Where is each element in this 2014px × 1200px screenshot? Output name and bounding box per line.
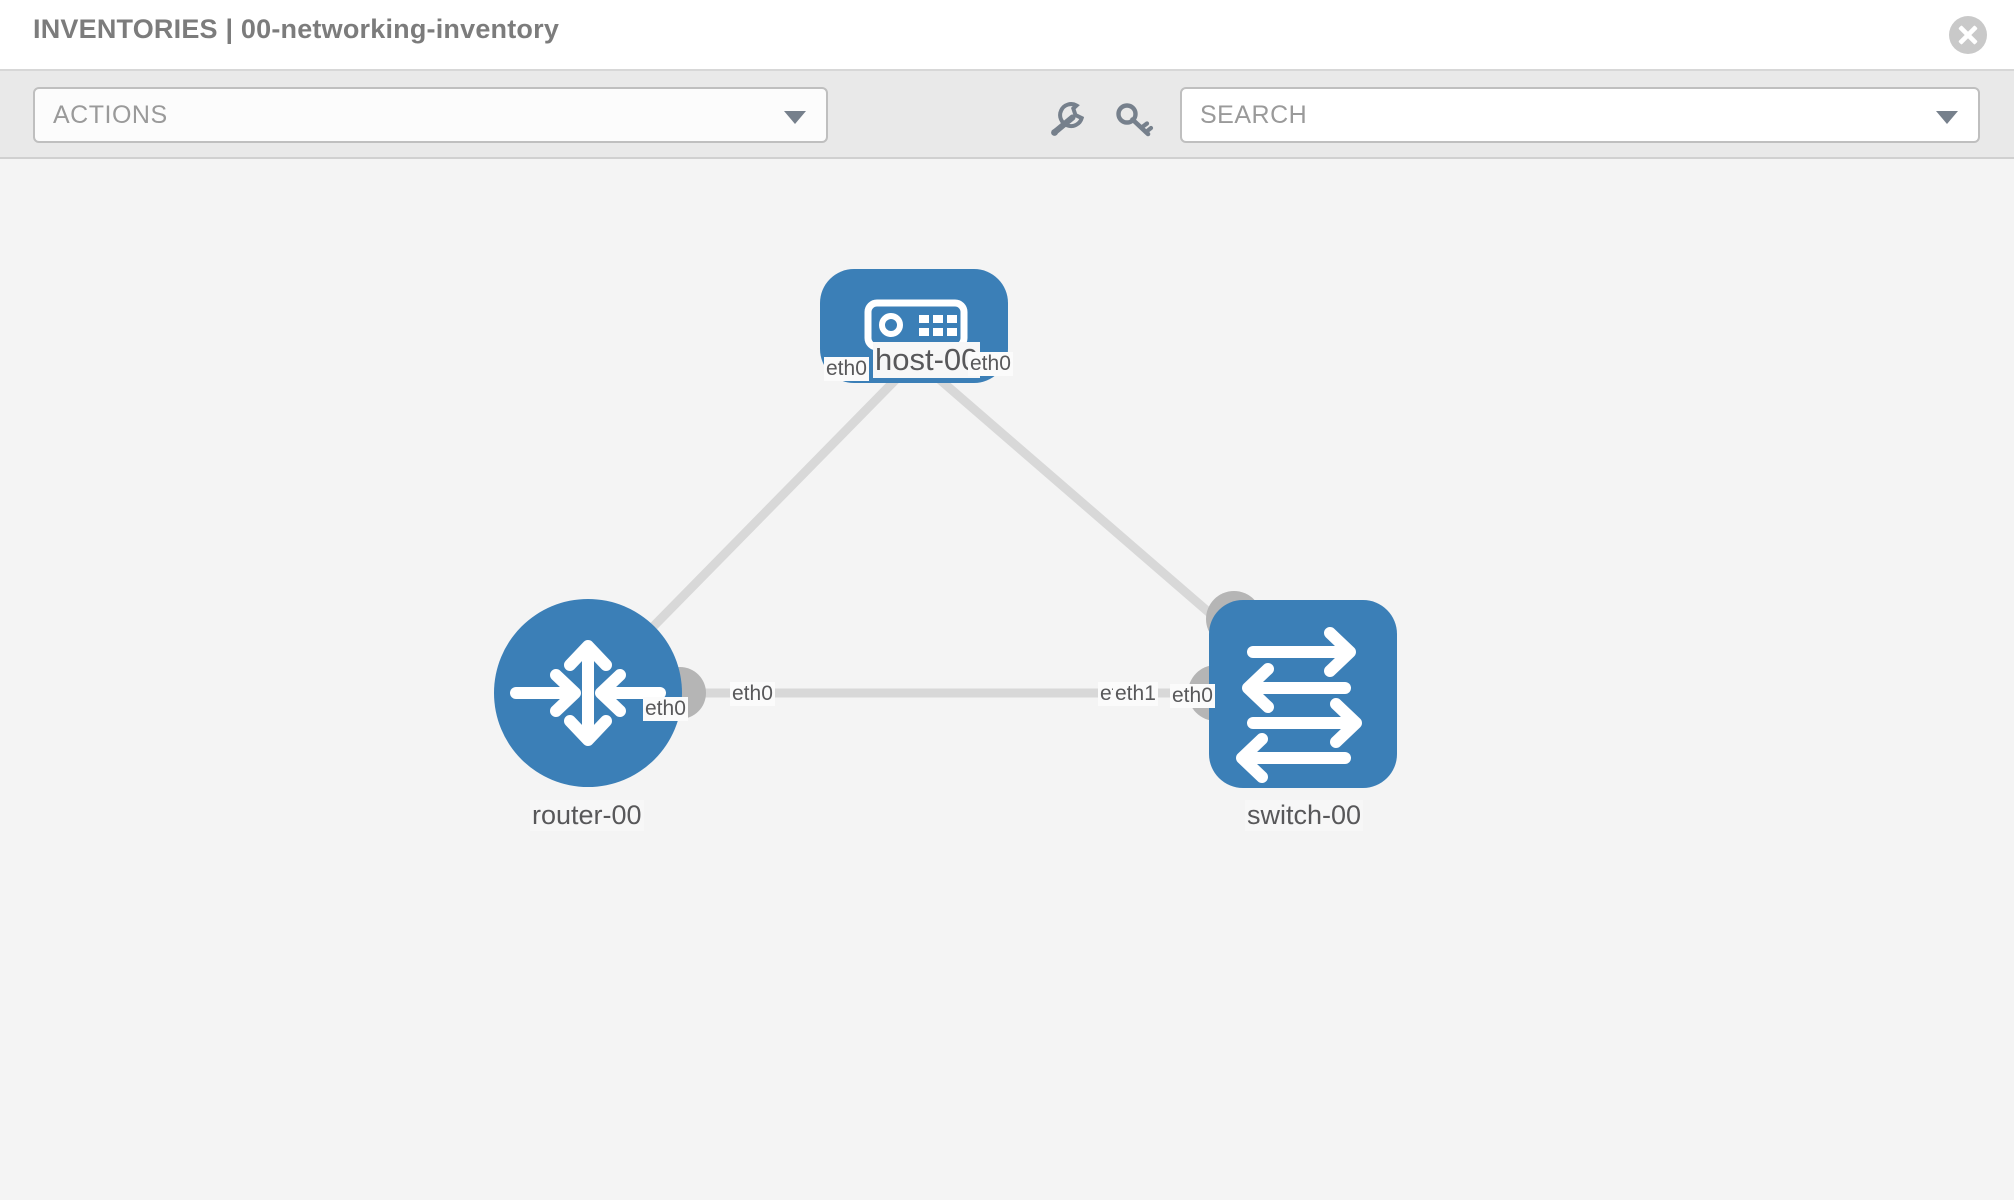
node-router-00[interactable] [494, 599, 682, 787]
close-icon[interactable] [1949, 16, 1987, 54]
topology-graph [494, 269, 1397, 788]
router-arrows-icon [510, 640, 666, 746]
iface-label-host-right: eth0 [968, 352, 1013, 376]
iface-label-switch-up: eth0 [1170, 684, 1215, 708]
actions-dropdown-label: ACTIONS [53, 101, 168, 129]
search-placeholder: SEARCH [1200, 101, 1308, 129]
page-title: INVENTORIES | 00-networking-inventory [33, 14, 560, 44]
key-icon[interactable] [1113, 99, 1155, 141]
chevron-down-icon[interactable] [1936, 111, 1958, 124]
switch-arrows-icon [1236, 627, 1362, 783]
iface-label-router-right: eth0 [730, 682, 775, 706]
toolbar: ACTIONS SEARCH [0, 71, 2014, 159]
node-label-switch: switch-00 [1245, 800, 1364, 831]
page-header: INVENTORIES | 00-networking-inventory [0, 0, 2014, 71]
chevron-down-icon [784, 111, 806, 124]
search-input[interactable]: SEARCH [1180, 87, 1980, 143]
node-label-host: host-00 [873, 342, 981, 378]
actions-dropdown[interactable]: ACTIONS [33, 87, 828, 143]
iface-label-host-left: eth0 [824, 357, 869, 381]
iface-label-router-up: eth0 [643, 697, 688, 721]
topology-canvas[interactable]: host-00 router-00 switch-00 eth0 eth0 et… [0, 159, 2014, 1200]
iface-label-switch-left-front: eth1 [1113, 682, 1158, 706]
node-label-router: router-00 [530, 800, 644, 831]
topology-links [584, 355, 1305, 698]
node-switch-00[interactable] [1209, 600, 1397, 788]
wrench-icon[interactable] [1046, 99, 1088, 141]
